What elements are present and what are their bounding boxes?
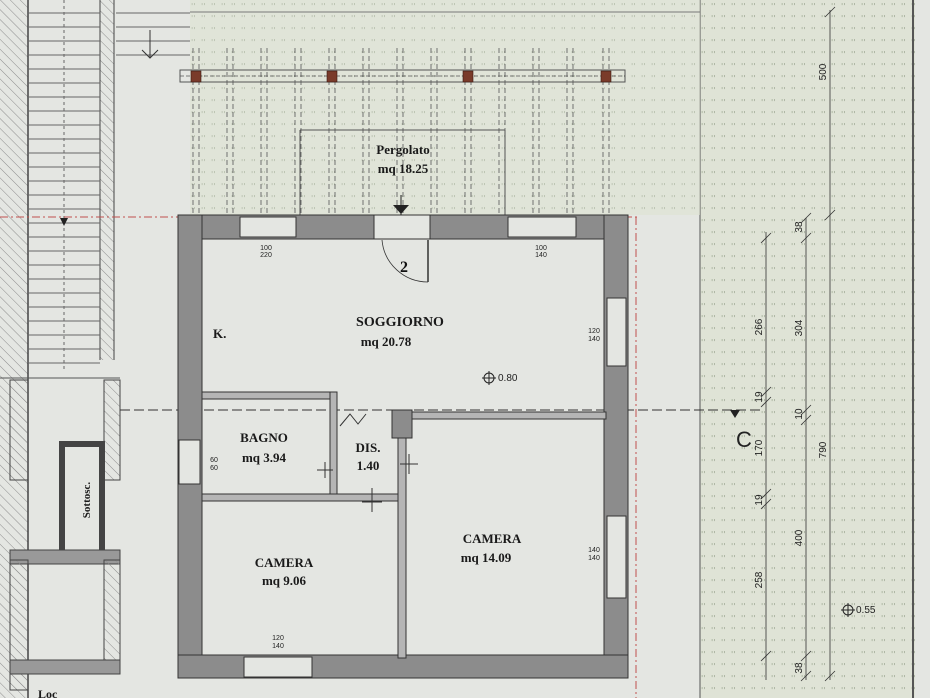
sottosc-name: Sottosc.	[81, 482, 93, 519]
dimension-texts: 266 19 170 19 258 38 304 10 400 38 500 7…	[754, 63, 829, 673]
level-inside: 0.80	[498, 373, 518, 384]
level-markers: 0.80 0.55	[482, 371, 876, 617]
dim-400: 400	[794, 529, 805, 546]
dimension-tick	[800, 650, 812, 662]
window-mark-bagno-2: 60	[210, 465, 218, 472]
dimension-tick	[800, 212, 812, 224]
bagno-area: mq 3.94	[242, 450, 287, 465]
entrance-door: 2	[381, 195, 429, 283]
dim-19-a: 19	[754, 391, 765, 403]
dimension-tick	[824, 209, 836, 221]
dimension-tick	[760, 396, 772, 408]
window-mark-right-lower-2: 140	[588, 555, 600, 562]
dimension-tick	[800, 404, 812, 416]
window-mark-right-lower-1: 140	[588, 547, 600, 554]
pergolato-name: Pergolato	[376, 142, 429, 157]
window-mark-right-upper-2: 140	[588, 336, 600, 343]
window-mark-bottom-1: 120	[272, 635, 284, 642]
dim-170: 170	[754, 439, 765, 456]
dimension-tick	[760, 232, 772, 244]
section-mark: C	[736, 427, 752, 452]
pergola-post	[600, 70, 612, 83]
external-stairs	[28, 0, 100, 370]
room-labels: SOGGIORNO mq 20.78 K. BAGNO mq 3.94 DIS.…	[38, 315, 522, 698]
dim-304: 304	[794, 319, 805, 336]
window-marks: 100 220 100 140 120 140 140 140 60 60 12…	[210, 245, 600, 650]
camera-small-area: mq 9.06	[262, 573, 307, 588]
dis-name: DIS.	[356, 440, 381, 455]
window-mark-top-left-1: 100	[260, 245, 272, 252]
wall-openings	[178, 214, 627, 678]
stairs-top	[116, 0, 190, 64]
interior-walls	[201, 391, 607, 659]
loc-name: Loc	[38, 687, 58, 698]
dimension-tick	[760, 650, 772, 662]
camera-small-name: CAMERA	[255, 555, 314, 570]
dim-266: 266	[754, 318, 765, 335]
dimension-tick	[760, 386, 772, 398]
soggiorno-area: mq 20.78	[361, 334, 412, 349]
pergola-post	[462, 70, 474, 83]
dim-38-top: 38	[794, 221, 805, 233]
lawn-top	[190, 0, 700, 215]
dim-38-bottom: 38	[794, 662, 805, 674]
dis-door	[317, 413, 418, 512]
level-outside: 0.55	[856, 605, 876, 616]
camera-large-area: mq 14.09	[461, 550, 512, 565]
pergolato-area: mq 18.25	[378, 161, 429, 176]
window-mark-top-right-2: 140	[535, 252, 547, 259]
dimension-tick	[824, 670, 836, 682]
kitchen-label: K.	[213, 326, 226, 341]
dim-19-b: 19	[754, 494, 765, 506]
section-line	[120, 409, 760, 418]
dimension-lines	[760, 6, 836, 682]
dim-10: 10	[794, 408, 805, 420]
window-mark-top-left-2: 220	[260, 252, 272, 259]
window-mark-right-upper-1: 120	[588, 328, 600, 335]
dimension-tick	[800, 670, 812, 682]
soggiorno-name: SOGGIORNO	[356, 315, 444, 330]
window-mark-bottom-2: 140	[272, 643, 284, 650]
camera-large-name: CAMERA	[463, 531, 522, 546]
dimension-tick	[800, 232, 812, 244]
dis-area: 1.40	[357, 458, 380, 473]
door-number: 2	[400, 259, 408, 276]
dimension-tick	[760, 488, 772, 500]
dimension-tick	[800, 414, 812, 426]
pergola-post	[190, 70, 202, 83]
window-mark-top-right-1: 100	[535, 245, 547, 252]
dim-258: 258	[754, 571, 765, 588]
lower-left-structure	[0, 377, 121, 691]
dim-790: 790	[818, 441, 829, 458]
window-mark-bagno-1: 60	[210, 457, 218, 464]
pergola-post	[326, 70, 338, 83]
pergola: Pergolato mq 18.25	[179, 48, 626, 215]
garden-area	[699, 0, 915, 698]
dimension-tick	[760, 498, 772, 510]
dim-500: 500	[818, 63, 829, 80]
dimension-tick	[824, 6, 836, 18]
bagno-name: BAGNO	[240, 430, 288, 445]
